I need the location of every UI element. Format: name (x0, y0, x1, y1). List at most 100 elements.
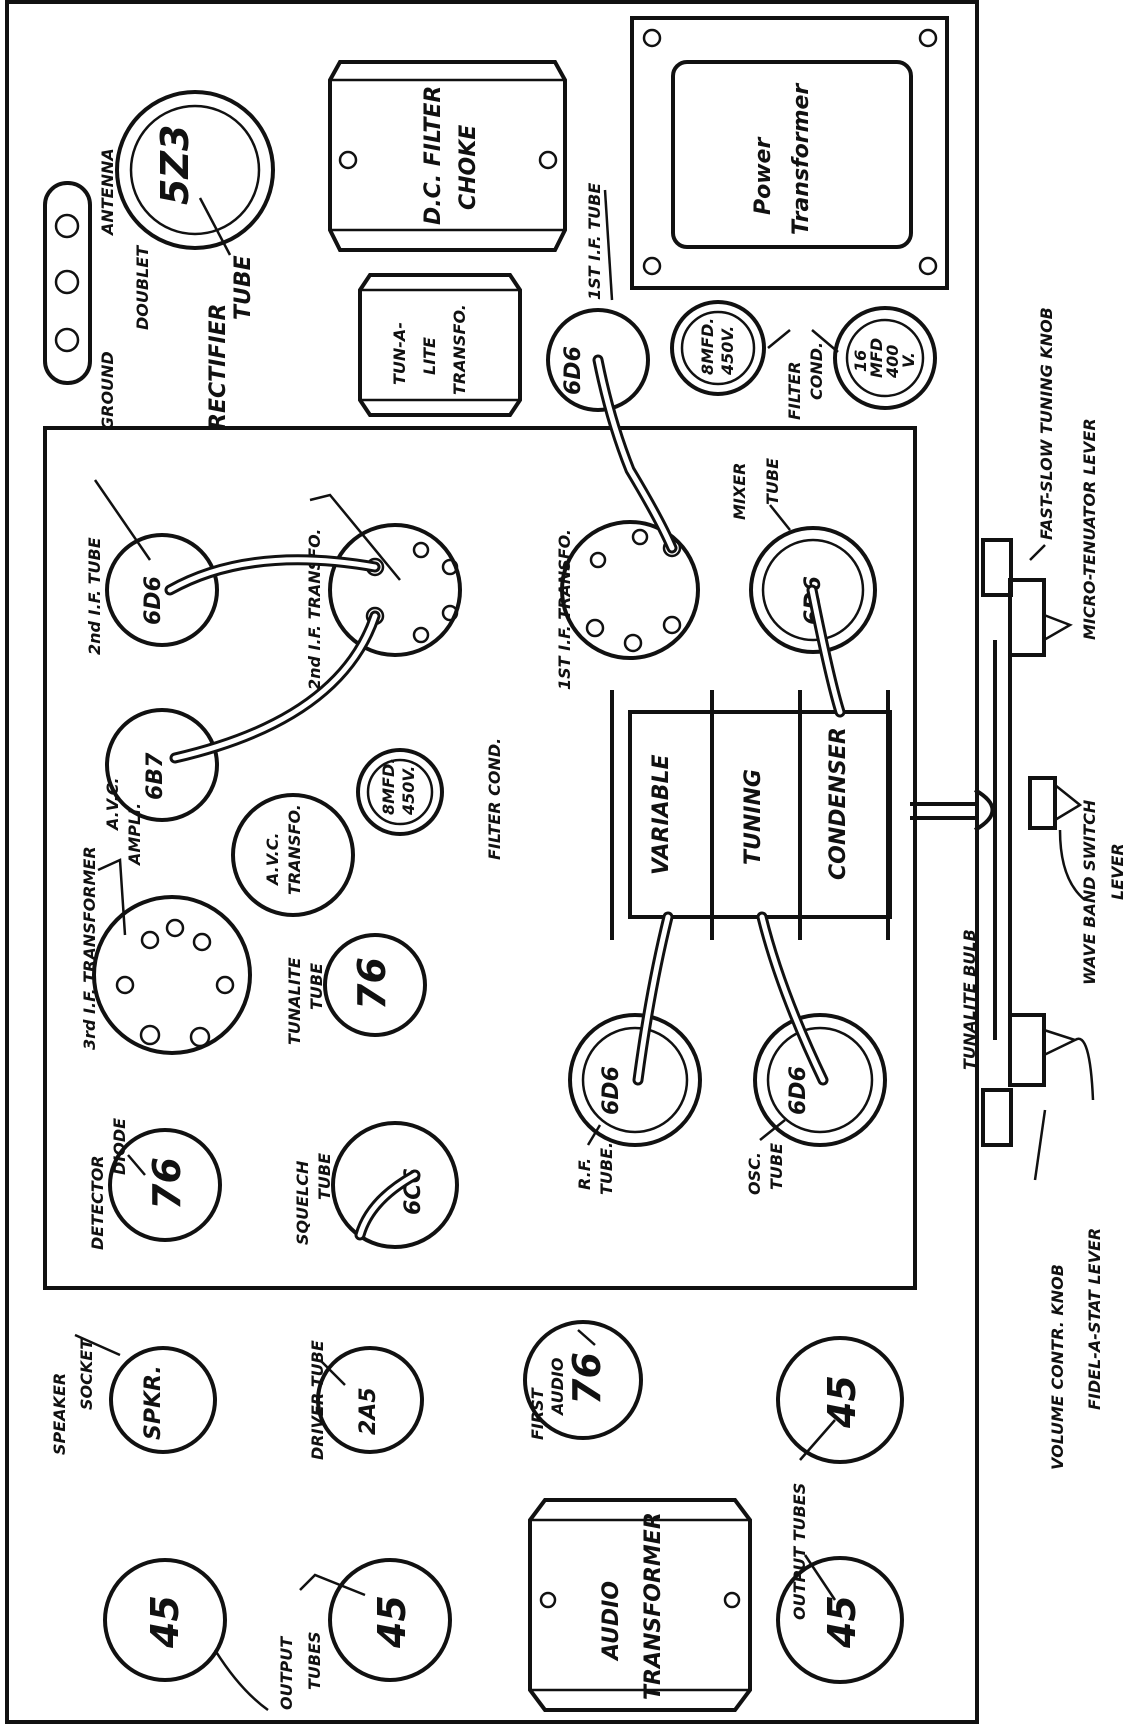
mixer-leader (769, 504, 791, 531)
output-right-leader-b (803, 1554, 837, 1601)
avc-transfo-label-2: TRANSFO. (285, 804, 304, 895)
first-if-tube-type: 6D6 (561, 346, 586, 395)
tun-a-lite-label-3: TRANSFO. (450, 304, 469, 395)
rectifier-leader (198, 197, 232, 256)
fidel-leader (1074, 1037, 1095, 1101)
speaker-socket-text: SPKR. (141, 1365, 166, 1440)
cap-b-label-3: 400 (883, 345, 902, 379)
cap-b-label-2: MFD (867, 338, 886, 378)
antenna-terminal-strip (43, 181, 92, 385)
driver-leader (319, 1359, 346, 1386)
avc-ampli-tube (105, 708, 219, 822)
wave-band-label-1: WAVE BAND SWITCH (1080, 799, 1099, 985)
avc-ampli-label-1: A.V.C. (103, 777, 122, 832)
second-if-transfo-label: 2nd I.F. TRANSFO. (305, 529, 324, 690)
third-if-leader (97, 858, 127, 936)
ground-label: GROUND (98, 351, 117, 430)
avc-transformer (231, 793, 355, 917)
cap-b-label-4: V. (899, 352, 918, 368)
dc-filter-choke (328, 60, 567, 252)
osc-tube-type: 6D6 (786, 1066, 811, 1115)
second-if-transfo-leader (309, 493, 401, 581)
output-tube-b-type: 45 (370, 1595, 414, 1649)
second-if-tube (105, 533, 219, 647)
third-if-label: 3rd I.F. TRANSFORMER (80, 846, 99, 1050)
detector-tube-type: 76 (145, 1157, 189, 1210)
rectifier-tube (115, 90, 275, 250)
rf-tube (568, 1013, 702, 1147)
fast-slow-label: FAST-SLOW TUNING KNOB (1037, 307, 1056, 540)
power-transformer (630, 16, 949, 290)
osc-tube (753, 1013, 887, 1147)
rf-tube-type: 6D6 (599, 1066, 624, 1115)
osc-label-2: TUBE (767, 1143, 786, 1190)
filter-cond-inner-label: FILTER COND. (485, 738, 504, 860)
antenna-label: ANTENNA (98, 148, 117, 237)
filter-cond-leader-b (811, 329, 839, 353)
volume-label: VOLUME CONTR. KNOB (1048, 1264, 1067, 1470)
choke-label: CHOKE (456, 125, 481, 210)
fidel-label: FIDEL-A-STAT LEVER (1085, 1228, 1104, 1410)
tunalite-tube-label-2: TUBE (307, 963, 326, 1010)
rf-leader (586, 1124, 602, 1146)
detector-leader (127, 1154, 146, 1176)
output-tube-b (328, 1558, 452, 1682)
wave-band-label-2: LEVER (1108, 843, 1127, 900)
output-left-leader-a (213, 1649, 269, 1712)
output-tube-d (776, 1556, 904, 1684)
avc-ampli-tube-type: 6B7 (143, 752, 168, 800)
front-panel-controls (973, 538, 1083, 1147)
rectifier-tube-label: TUBE (231, 255, 256, 320)
speaker-leader (74, 1333, 121, 1357)
cap-c-label-1: 8MFD. (379, 758, 398, 815)
output-tubes-left-label-1: OUTPUT (277, 1636, 296, 1710)
driver-label: DRIVER TUBE (308, 1340, 327, 1460)
first-if-tube (546, 308, 650, 412)
osc-leader (759, 1119, 786, 1141)
avc-transfo-label-1: A.V.C. (263, 832, 282, 887)
first-audio-tube-type: 76 (565, 1352, 609, 1405)
detector-label-2: DIODE (110, 1118, 129, 1175)
osc-label-1: OSC. (745, 1152, 764, 1195)
detector-tube (108, 1128, 222, 1242)
first-if-tube-leader (603, 189, 614, 301)
tunalite-bulb-label: TUNALITE BULB (960, 929, 979, 1070)
filter-cond-label-2: COND. (807, 342, 826, 400)
chassis-outline (5, 0, 979, 1724)
rectifier-label: RECTIFIER (206, 304, 231, 431)
cap-a-label-2: 450V. (718, 326, 737, 376)
first-audio-label-2: AUDIO (548, 1357, 567, 1417)
second-if-leader (93, 479, 152, 561)
micro-tenuator-label: MICRO-TENUATOR LEVER (1080, 418, 1099, 640)
squelch-label-2: TUBE (315, 1153, 334, 1200)
mixer-tube (749, 526, 877, 654)
mixer-tube-label: TUBE (763, 458, 782, 505)
transformer-label: Transformer (789, 83, 814, 235)
output-tubes-left-label-2: TUBES (305, 1631, 324, 1690)
output-tubes-right-label: OUTPUT TUBES (790, 1483, 809, 1620)
detector-label-1: DETECTOR (88, 1155, 107, 1250)
doublet-label: DOUBLET (133, 245, 152, 330)
first-if-transfo-label: 1ST I.F. TRANSFO. (555, 529, 574, 690)
tun-a-lite-label-1: TUN-A- (390, 322, 409, 385)
cap-b-label-1: 16 (851, 350, 870, 372)
audio-transformer-label-1: AUDIO (599, 1581, 624, 1662)
first-audio-label-1: FIRST (528, 1387, 547, 1440)
condenser-label: CONDENSER (826, 727, 851, 880)
first-if-transformer (560, 520, 700, 660)
fast-slow-leader (1029, 544, 1046, 561)
speaker-socket (109, 1346, 217, 1454)
second-if-tube-label: 2nd I.F. TUBE (85, 537, 104, 655)
rf-label-1: R.F. (575, 1158, 594, 1190)
tuning-label: TUNING (741, 769, 766, 865)
speaker-label-2: SOCKET (77, 1338, 96, 1410)
shielded-wires (164, 354, 846, 1086)
output-tube-c-type: 45 (820, 1375, 864, 1429)
filter-cond-leader-a (767, 329, 791, 349)
filter-cond-label: FILTER (785, 361, 804, 420)
tun-a-lite-label-2: LITE (420, 337, 439, 375)
tunalite-tube (323, 933, 427, 1037)
cap-a-label-1: 8MFD. (698, 318, 717, 375)
wave-band-leader (1058, 829, 1086, 901)
